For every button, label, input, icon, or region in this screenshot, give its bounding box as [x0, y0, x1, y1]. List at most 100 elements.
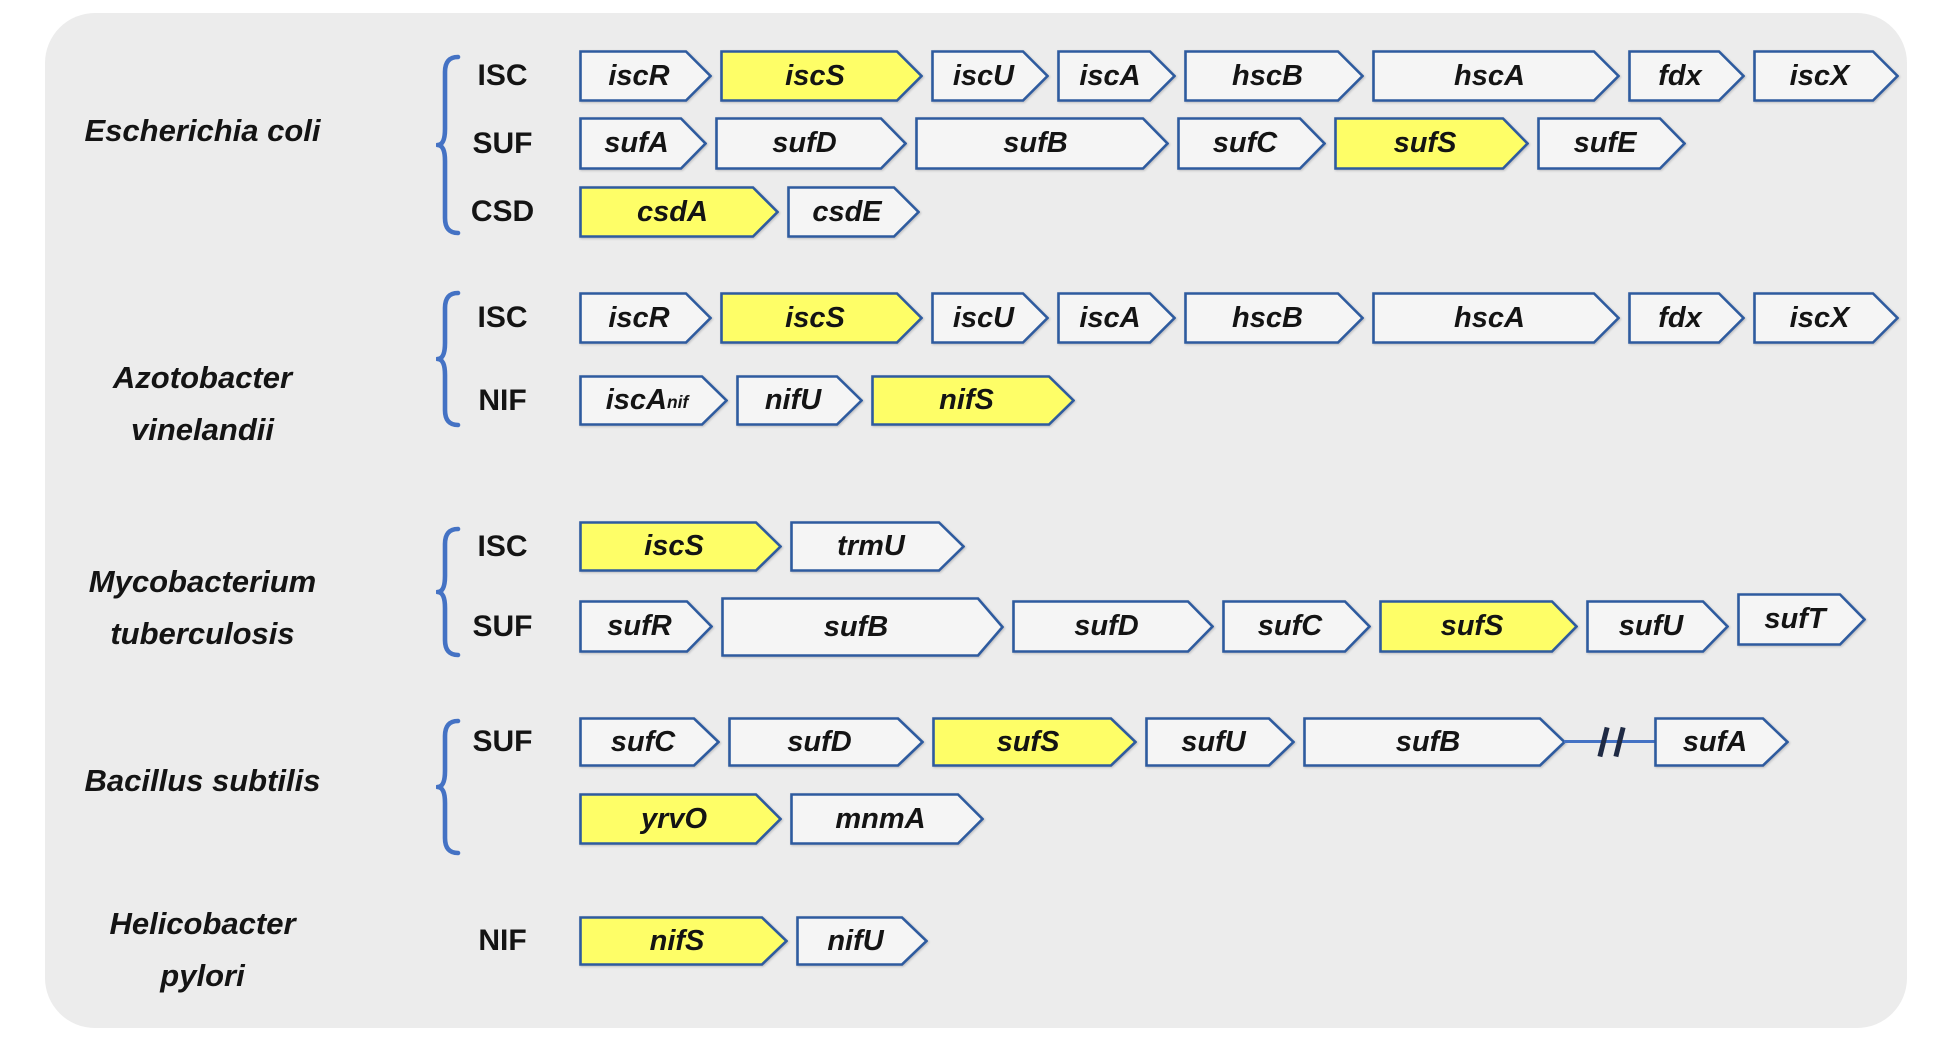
gene-label: nifS	[649, 924, 705, 957]
gene-arrow-sufA: sufA	[579, 117, 707, 170]
gene-label: sufR	[607, 610, 672, 642]
species-label: Bacillus subtilis	[30, 755, 375, 807]
gene-arrow-shape	[787, 186, 920, 238]
gene-arrow-shape	[715, 117, 907, 170]
gene-arrow-sufD: sufD	[715, 117, 907, 170]
gene-label: hscA	[1454, 301, 1525, 334]
gene-label: sufD	[1074, 610, 1139, 642]
gene-arrow-hscB: hscB	[1184, 292, 1364, 344]
gene-arrow-shape	[1303, 717, 1566, 767]
gene-label: nifS	[939, 384, 994, 416]
species-label-line: Mycobacterium	[88, 564, 317, 599]
gene-label: sufS	[1440, 610, 1504, 642]
gene-arrow-shape	[1372, 50, 1620, 102]
gene-label: nifU	[827, 924, 884, 957]
gene-arrow-iscU: iscU	[931, 292, 1049, 344]
species-label-line: Helicobacter	[109, 906, 296, 941]
section-bracket	[436, 526, 461, 658]
gene-arrow-iscR: iscR	[579, 50, 712, 102]
gene-arrow-shape	[932, 717, 1137, 767]
gene-label: sufD	[772, 127, 837, 159]
gene-arrow-iscU: iscU	[931, 50, 1049, 102]
gene-arrow-sufD: sufD	[728, 717, 924, 767]
gene-arrow-iscA: iscA	[1057, 292, 1176, 344]
gene-arrow-hscB: hscB	[1184, 50, 1364, 102]
species-label-line: tuberculosis	[110, 616, 295, 651]
gene-arrow-shape	[579, 375, 728, 426]
gene-arrow-sufS: sufS	[1379, 600, 1578, 653]
gene-label-subscript: nif	[667, 392, 689, 412]
gene-label: fdx	[1658, 301, 1702, 334]
operon-label-suf: SUF	[472, 609, 533, 643]
operon-label-nif: NIF	[478, 383, 527, 417]
gene-arrow-shape	[720, 50, 923, 102]
gene-label: iscX	[1789, 59, 1850, 92]
gene-arrow-shape	[1184, 50, 1364, 102]
gene-label: sufT	[1764, 603, 1826, 635]
gene-arrow-shape	[721, 597, 1004, 657]
gene-arrow-sufC: sufC	[1177, 117, 1326, 170]
gene-arrow-fdx: fdx	[1628, 50, 1745, 102]
gene-label: sufC	[1212, 127, 1278, 159]
gene-arrow-shape	[579, 50, 712, 102]
operon-label-csd: CSD	[470, 195, 535, 228]
gene-label: sufE	[1573, 127, 1637, 159]
gene-arrow-hscA: hscA	[1372, 50, 1620, 102]
gene-label: sufS	[1393, 127, 1457, 159]
section-bracket	[436, 718, 461, 856]
operon-row: sufA sufD sufB sufC sufS sufE	[579, 117, 1686, 170]
gene-label: iscS	[785, 59, 845, 92]
gene-label: sufB	[1003, 127, 1068, 159]
gene-label: sufB	[823, 610, 889, 643]
gene-label: nifU	[764, 384, 822, 416]
section-bracket	[436, 54, 461, 236]
gene-arrow-sufS: sufS	[932, 717, 1137, 767]
gene-label: csdE	[812, 195, 882, 228]
gene-arrow-sufD: sufD	[1012, 600, 1214, 653]
gene-label: sufU	[1618, 610, 1684, 642]
gene-arrow-shape	[579, 916, 788, 966]
operon-label-nif: NIF	[478, 924, 527, 957]
diagram-panel	[45, 13, 1907, 1028]
section-bracket	[436, 290, 461, 428]
gene-arrow-shape	[1012, 600, 1214, 653]
gene-arrow-sufB: sufB	[915, 117, 1169, 170]
gene-arrow-shape	[579, 117, 707, 170]
gene-arrow-shape	[1379, 600, 1578, 653]
gene-arrow-iscS: iscS	[720, 50, 923, 102]
gene-arrow-shape	[579, 292, 712, 344]
gene-arrow-shape	[1537, 117, 1686, 170]
gene-arrow-shape	[790, 793, 984, 845]
gene-arrow-nifS: nifS	[871, 375, 1075, 426]
gene-label: iscA	[1079, 59, 1141, 92]
gene-arrow-sufB: sufB	[721, 597, 1004, 657]
gene-arrow-iscS: iscS	[579, 521, 782, 572]
gene-arrow-nifU: nifU	[736, 375, 863, 426]
gene-arrow-shape	[1654, 717, 1789, 767]
gene-label: sufS	[996, 725, 1060, 758]
gene-arrow-shape	[796, 916, 928, 966]
gene-arrow-shape	[1586, 600, 1729, 653]
gene-label: sufU	[1181, 725, 1246, 758]
gene-label: hscA	[1454, 59, 1525, 92]
gene-arrow-shape	[1057, 292, 1176, 344]
gene-label: fdx	[1658, 59, 1702, 92]
gene-label: sufD	[787, 725, 852, 758]
species-label-line: Azotobacter	[112, 360, 293, 395]
gene-arrow-shape	[1177, 117, 1326, 170]
gene-label: yrvO	[640, 802, 708, 835]
gene-arrow-shape	[871, 375, 1075, 426]
gene-arrow-iscA: iscA	[1057, 50, 1176, 102]
gene-arrow-shape	[1184, 292, 1364, 344]
operon-label-isc: ISC	[477, 59, 528, 92]
gene-arrow-shape	[1628, 292, 1745, 344]
gene-label: iscR	[608, 301, 670, 334]
gene-label: iscR	[608, 59, 670, 92]
gene-arrow-shape	[1753, 292, 1899, 344]
